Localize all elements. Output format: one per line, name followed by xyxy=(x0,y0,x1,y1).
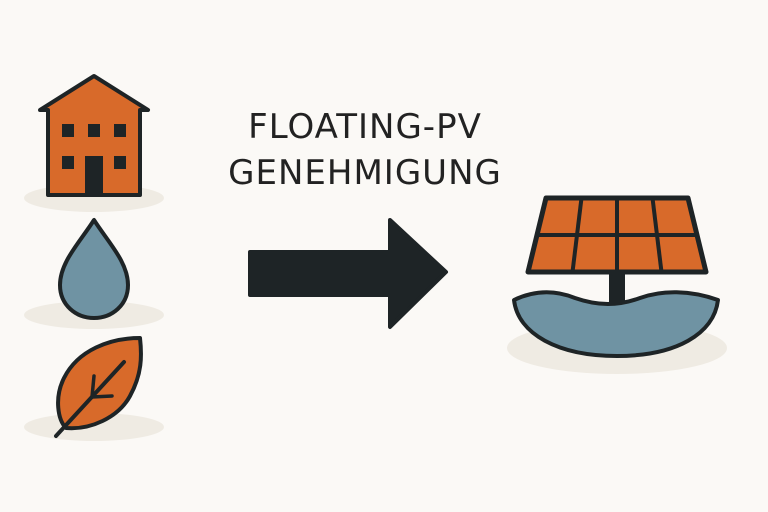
diagram-title: FLOATING-PV GENEHMIGUNG xyxy=(200,104,530,196)
title-line-2: GENEHMIGUNG xyxy=(228,153,502,193)
arrow-right-icon xyxy=(248,218,448,329)
house-icon xyxy=(38,74,150,197)
title-line-1: FLOATING-PV xyxy=(248,107,482,147)
floating-solar-panel-icon xyxy=(512,195,720,358)
leaf-icon xyxy=(54,336,143,438)
water-drop-icon xyxy=(58,218,130,320)
solar-panel xyxy=(525,195,709,275)
